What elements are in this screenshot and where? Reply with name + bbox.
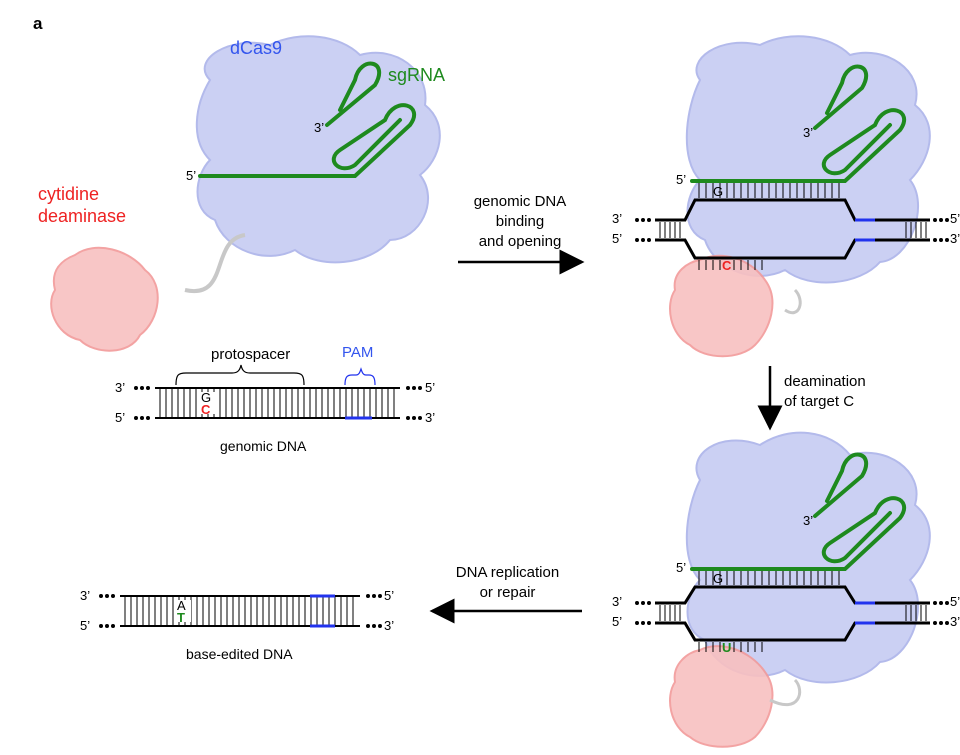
target-c-2: C (722, 258, 732, 273)
sgrna-3prime-label-2: 3’ (803, 125, 814, 140)
sgrna-1 (198, 61, 417, 178)
edited-left-bottom-label: 5’ (80, 618, 91, 633)
genomic-dna-caption: genomic DNA (220, 438, 307, 454)
genomic-right-top-label: 5’ (425, 380, 436, 395)
base-edited-dna (120, 594, 360, 628)
cytidine-deaminase-1 (50, 246, 159, 352)
sgrna-3 (690, 452, 907, 571)
edited-right-top-label: 5’ (384, 588, 395, 603)
dna2-right-top-label: 5’ (950, 211, 960, 226)
dna-bubble-2 (655, 183, 930, 270)
edited-left-top-label: 3’ (80, 588, 91, 603)
edited-base-t: T (177, 610, 185, 625)
panel-label: a (33, 14, 43, 33)
genomic-base-g: G (201, 390, 212, 405)
dcas9-protein-3 (685, 431, 931, 684)
sgrna-5prime-label-3: 5’ (676, 560, 687, 575)
dcas9-protein-2 (685, 35, 931, 284)
dna3-left-top-label: 3’ (612, 594, 623, 609)
sgrna-5prime-label-1: 5’ (186, 168, 197, 183)
dna2-left-bottom-label: 5’ (612, 231, 623, 246)
dcas9-label: dCas9 (230, 38, 283, 58)
sgrna-3prime-label-1: 3’ (314, 120, 325, 135)
edited-base-a: A (177, 598, 186, 613)
edited-right-bottom-label: 3’ (384, 618, 395, 633)
base-edited-dna-caption: base-edited DNA (186, 646, 293, 662)
dna3-right-top-label: 5’ (950, 594, 960, 609)
sgrna-2 (690, 64, 907, 183)
genomic-left-top-label: 3’ (115, 380, 126, 395)
cytidine-deaminase-2 (669, 254, 774, 358)
dna2-right-bottom-label: 3’ (950, 231, 960, 246)
base-g-3: G (713, 571, 724, 586)
genomic-dna (155, 364, 400, 420)
cytidine-deaminase-3 (669, 645, 774, 748)
dna2-left-top-label: 3’ (612, 211, 623, 226)
cytidine-deaminase-label: cytidine deaminase (38, 184, 127, 226)
pam-label: PAM (342, 344, 374, 361)
binding-step-label: genomic DNA binding and opening (473, 193, 567, 250)
deamination-step-label: deamination of target C (784, 373, 866, 410)
uracil-3: U (722, 640, 732, 655)
dna3-right-bottom-label: 3’ (950, 614, 960, 629)
dna3-left-bottom-label: 5’ (612, 614, 623, 629)
genomic-right-bottom-label: 3’ (425, 410, 436, 425)
protospacer-label: protospacer (211, 346, 291, 363)
linker-3 (769, 678, 802, 707)
linker-2 (784, 288, 802, 314)
sgrna-3prime-label-3: 3’ (803, 513, 814, 528)
dcas9-protein-1 (195, 35, 441, 264)
sgrna-5prime-label-2: 5’ (676, 172, 687, 187)
sgrna-label: sgRNA (388, 65, 446, 85)
dna-bubble-3 (655, 571, 930, 652)
base-g-2: G (713, 184, 724, 199)
linker-1 (184, 233, 246, 294)
replication-step-label: DNA replication or repair (455, 564, 560, 601)
genomic-base-c: C (201, 402, 211, 417)
genomic-left-bottom-label: 5’ (115, 410, 126, 425)
strand-end-dots (99, 218, 949, 628)
